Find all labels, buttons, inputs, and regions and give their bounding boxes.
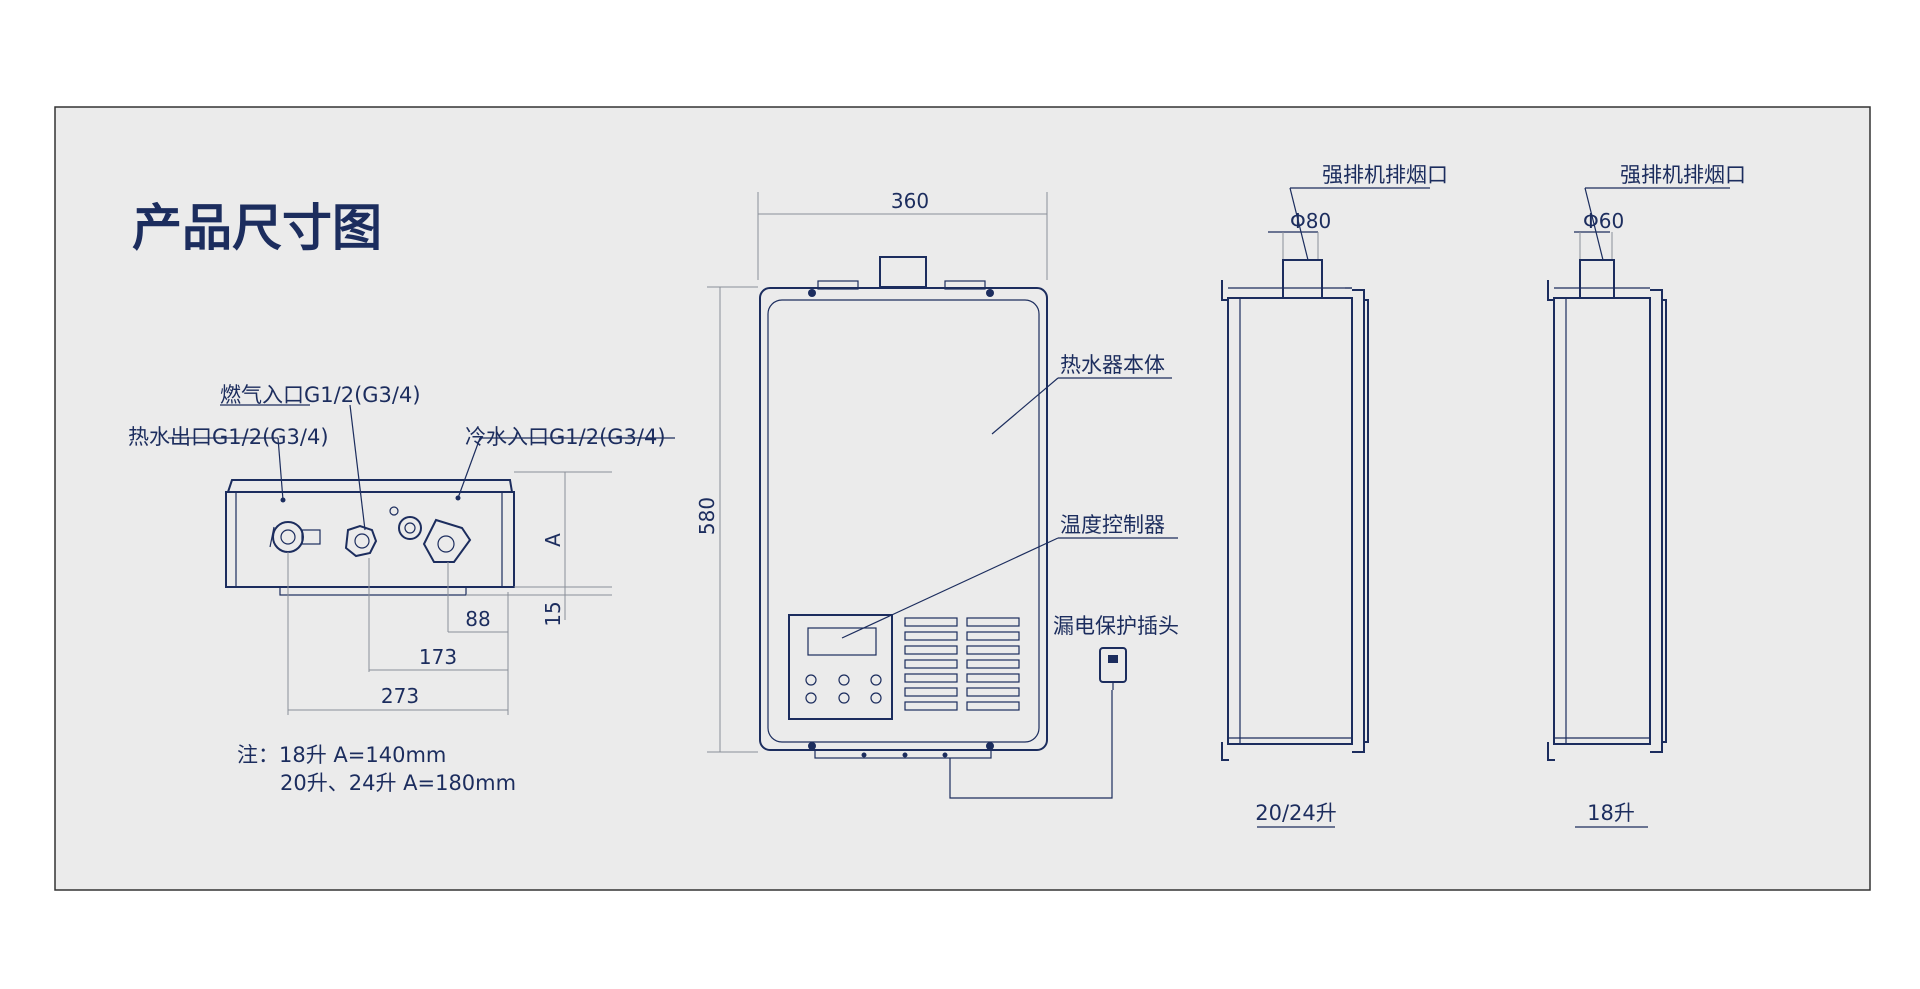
side-18-diameter: Φ60 (1583, 209, 1624, 233)
hot-water-outlet-label: 热水出口G1/2(G3/4) (128, 425, 329, 449)
controller-label: 温度控制器 (1060, 513, 1165, 537)
page-title: 产品尺寸图 (132, 199, 382, 257)
cold-water-inlet-fitting (422, 518, 472, 563)
bottom-view: 燃气入口G1/2(G3/4) 热水出口G1/2(G3/4) 冷水入口G1/2(G… (128, 383, 675, 795)
body-label: 热水器本体 (1060, 353, 1165, 377)
leakage-protection-plug (1099, 647, 1127, 690)
side-2024-caption: 20/24升 (1255, 801, 1337, 825)
note-line-2: 20升、24升 A=180mm (280, 771, 516, 795)
cold-water-inlet-label: 冷水入口G1/2(G3/4) (465, 425, 666, 449)
side-view-18: 强排机排烟口 Φ60 18升 (1547, 163, 1746, 828)
side-18-flue-label: 强排机排烟口 (1620, 163, 1746, 187)
side-2024-flue-label: 强排机排烟口 (1322, 163, 1448, 187)
dim-15-label: 15 (541, 601, 565, 626)
dim-a-label: A (541, 533, 565, 547)
vent-grille (904, 617, 1020, 711)
height-dimension-label: 580 (695, 497, 719, 535)
side-18-caption: 18升 (1587, 801, 1635, 825)
plug-label: 漏电保护插头 (1053, 614, 1179, 638)
dim-88-label: 88 (465, 607, 490, 631)
front-view: 360 580 (695, 189, 1179, 799)
dim-273-label: 273 (381, 684, 419, 708)
panel-background (54, 106, 1871, 891)
side-view-20-24: 强排机排烟口 Φ80 20/24升 (1221, 163, 1448, 828)
dim-173-label: 173 (419, 645, 457, 669)
gas-inlet-fitting (344, 524, 378, 558)
note-line-1: 注：18升 A=140mm (237, 743, 446, 767)
side-2024-diameter: Φ80 (1290, 209, 1331, 233)
control-panel (788, 614, 893, 720)
width-dimension-label: 360 (891, 189, 929, 213)
gas-inlet-label: 燃气入口G1/2(G3/4) (220, 383, 421, 407)
